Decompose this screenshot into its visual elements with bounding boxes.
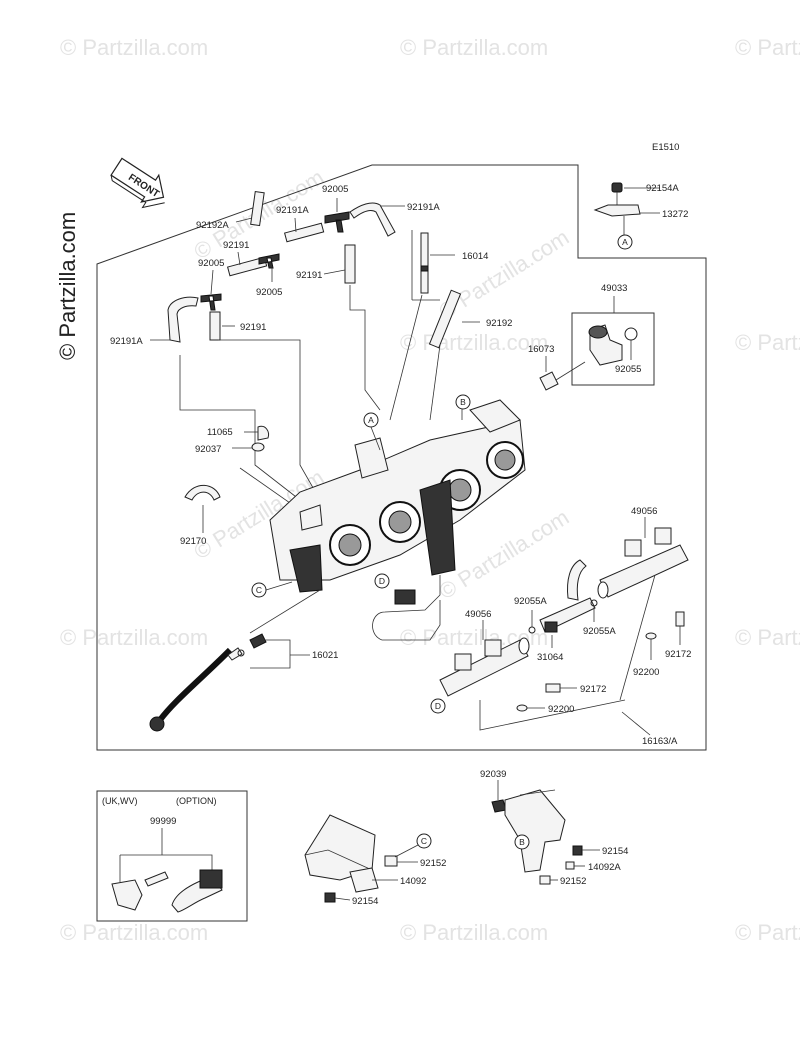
part-label: 92191A: [407, 202, 440, 213]
option-region: (UK,WV): [102, 796, 138, 806]
main-frame: [96, 164, 707, 751]
part-label: 92192: [486, 318, 512, 329]
part-label: 92200: [548, 704, 574, 715]
hose-group: [167, 191, 462, 349]
part-label: 92154A: [646, 183, 679, 194]
part-label: 16163/A: [642, 736, 678, 747]
part-label: 92191A: [276, 205, 309, 216]
part-label: 16073: [528, 344, 554, 355]
nut-icon: [539, 371, 559, 391]
fuel-rail-right: [597, 517, 689, 701]
part-label: 92172: [580, 684, 606, 695]
fuel-rail-left: [439, 620, 626, 731]
small-parts-left: [184, 425, 301, 533]
part-label: 92172: [665, 649, 691, 660]
part-label: 13272: [662, 209, 688, 220]
part-label: 16021: [312, 650, 338, 661]
svg-text:D: D: [379, 576, 385, 586]
part-label: 92191: [223, 240, 249, 251]
callout-a-top: A: [617, 234, 633, 250]
injector-cable: [149, 589, 321, 732]
bracket-icon: [593, 204, 641, 217]
part-label: 92005: [322, 184, 348, 195]
option-label: (OPTION): [176, 796, 217, 806]
part-label: 92055: [615, 364, 641, 375]
watermark: © Partzilla.com: [735, 330, 800, 355]
watermark: © Partzilla.com: [400, 35, 548, 60]
callout-b: B: [455, 394, 471, 410]
fuel-pipe: [528, 559, 598, 648]
part-label: 92005: [256, 287, 282, 298]
part-label: 16014: [462, 251, 488, 262]
part-label: 92192A: [196, 220, 229, 231]
part-label: 49033: [601, 283, 627, 294]
svg-text:C: C: [256, 585, 262, 595]
bracket-assembly: [593, 182, 660, 235]
option-box: (UK,WV) (OPTION) 99999: [96, 790, 248, 922]
part-label: 92152: [560, 876, 586, 887]
sensor-assembly: [539, 296, 655, 391]
part-label: 92055A: [514, 596, 547, 607]
part-label: 92055A: [583, 626, 616, 637]
svg-text:D: D: [435, 701, 441, 711]
callout-d: D: [374, 573, 390, 589]
callout-a: A: [363, 412, 381, 451]
watermark: © Partzilla.com: [400, 920, 548, 945]
part-labels: 92154A 13272 92005 92191A 92191A 92192A …: [110, 183, 691, 907]
part-label: 92154: [602, 846, 628, 857]
watermark: © Partzilla.com: [60, 35, 208, 60]
watermark: © Partzilla.com: [434, 224, 573, 324]
part-label: 92191: [296, 270, 322, 281]
throttle-body-assembly: [269, 399, 526, 641]
front-arrow-icon: FRONT: [110, 157, 165, 209]
part-label: 92005: [198, 258, 224, 269]
lower-bracket-assembly: B: [491, 780, 600, 885]
part-label: 92037: [195, 444, 221, 455]
svg-text:A: A: [368, 415, 374, 425]
part-label: 49056: [631, 506, 657, 517]
leader-lines: [150, 198, 480, 501]
watermark: © Partzilla.com: [735, 625, 800, 650]
watermark: © Partzilla.com: [735, 35, 800, 60]
callout-c-lower: C: [421, 836, 427, 846]
part-label: 92152: [420, 858, 446, 869]
cowl-assembly: C: [304, 814, 432, 903]
part-label: 92170: [180, 536, 206, 547]
callout-b-lower: B: [519, 837, 525, 847]
part-label: 11065: [207, 427, 233, 438]
part-label: 92191A: [110, 336, 143, 347]
watermark: © Partzilla.com: [400, 330, 548, 355]
diagram-code: E1510: [652, 142, 679, 153]
part-label: 49056: [465, 609, 491, 620]
part-label: 92154: [352, 896, 378, 907]
part-label: 14092: [400, 876, 426, 887]
callout-c: C: [251, 581, 293, 598]
watermark: © Partzilla.com: [60, 625, 208, 650]
callout-d-rail: D: [430, 698, 446, 714]
clamp-icon: [184, 484, 221, 501]
part-label: 31064: [537, 652, 563, 663]
rail-fasteners: [516, 611, 685, 736]
part-label: 14092A: [588, 862, 621, 873]
watermark: © Partzilla.com: [60, 920, 208, 945]
bolt-icon: [611, 182, 623, 193]
watermark: © Partzilla.com: [735, 920, 800, 945]
part-label: 92039: [480, 769, 506, 780]
svg-text:A: A: [622, 237, 628, 247]
part-label: 92191: [240, 322, 266, 333]
part-label: 92200: [633, 667, 659, 678]
svg-text:B: B: [460, 397, 466, 407]
side-watermark: © Partzilla.com: [55, 212, 80, 360]
part-label-99999: 99999: [150, 816, 176, 827]
